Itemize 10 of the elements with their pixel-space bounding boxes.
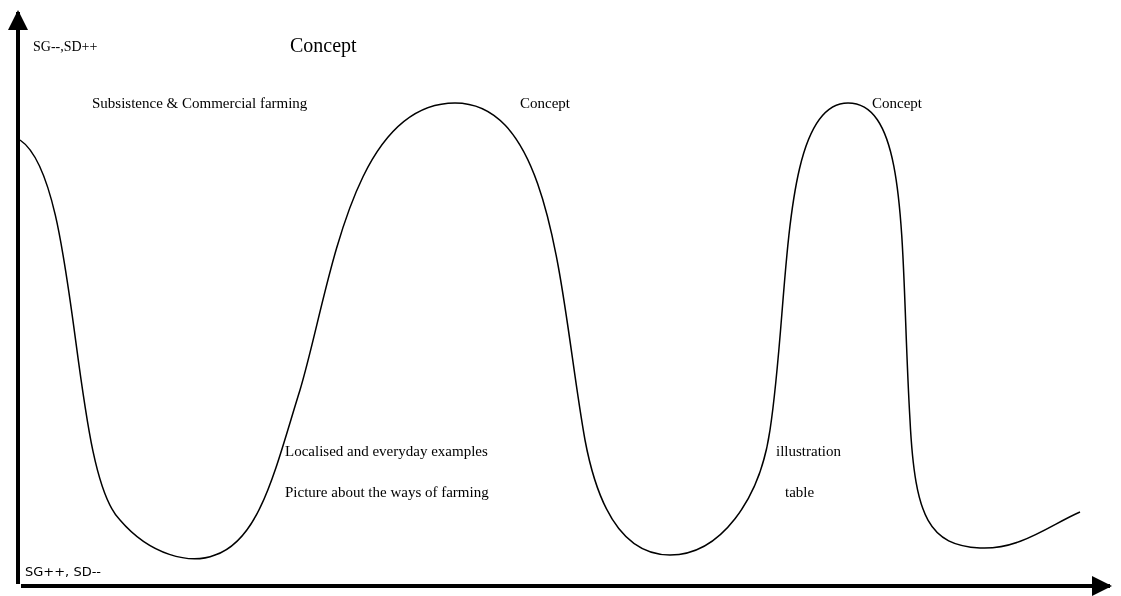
axis-label: SG--,SD++ xyxy=(33,39,98,55)
axis-label: SG++, SD-- xyxy=(25,563,102,579)
wave-label: Concept xyxy=(872,94,922,112)
wave-label: illustration xyxy=(776,442,841,460)
wave-label: Subsistence & Commercial farming xyxy=(92,94,308,112)
wave-label: table xyxy=(785,483,815,501)
wave-label: Picture about the ways of farming xyxy=(285,483,489,501)
wave-label: Concept xyxy=(520,94,570,112)
heading: Concept xyxy=(290,33,357,57)
wave-label: Localised and everyday examples xyxy=(285,442,488,460)
